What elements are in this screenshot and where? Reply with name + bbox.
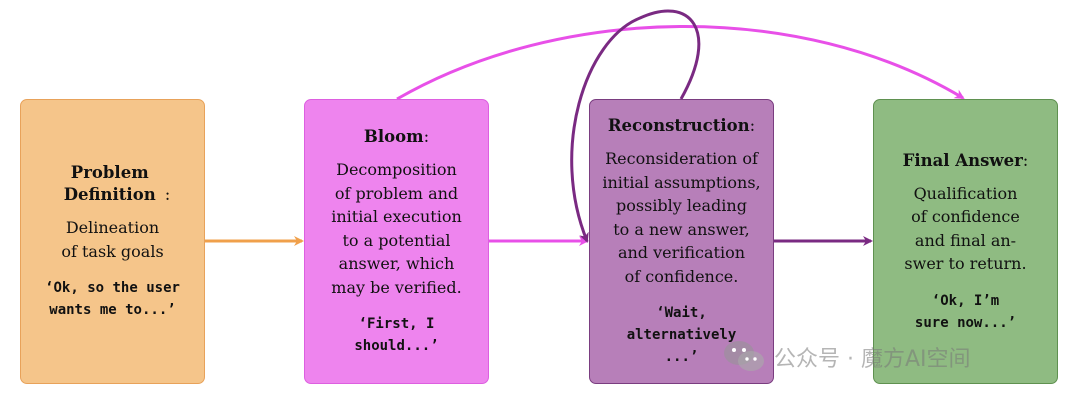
- title-colon: :: [423, 127, 430, 146]
- arrow-reconstruction-self-loop: [570, 9, 701, 243]
- box-description: Reconsideration of initial assumptions, …: [602, 149, 761, 286]
- title-text: Reconstruction: [607, 116, 750, 135]
- box-description: Decomposition of problem and initial exe…: [331, 160, 462, 297]
- title-colon: :: [1022, 150, 1029, 170]
- title-colon: :: [164, 185, 171, 204]
- box-title: Problem Definition:: [55, 162, 171, 206]
- problem-definition-box: Problem Definition: Delineation of task …: [20, 99, 205, 384]
- box-quote: ‘Wait, alternatively ...’: [626, 305, 737, 365]
- box-quote: ‘First, I should...’: [354, 316, 439, 354]
- watermark-text: 公众号 · 魔方AI空间: [774, 347, 971, 372]
- box-quote: ‘Ok, I’m sure now...’: [914, 292, 1017, 331]
- title-colon: :: [749, 116, 756, 135]
- title-text: Final Answer: [902, 150, 1023, 170]
- box-description: Qualification of confidence and final an…: [904, 183, 1027, 274]
- title-text: Bloom: [363, 127, 424, 146]
- box-title: Bloom:: [364, 126, 429, 148]
- wechat-icon: [722, 338, 766, 376]
- reconstruction-box: Reconstruction: Reconsideration of initi…: [589, 99, 774, 384]
- box-quote: ‘Ok, so the user wants me to...’: [45, 280, 180, 318]
- box-description: Delineation of task goals: [61, 218, 164, 261]
- box-title: Reconstruction:: [608, 115, 755, 137]
- box-title: Final Answer:: [903, 150, 1029, 172]
- final-answer-box: Final Answer: Qualification of confidenc…: [873, 99, 1058, 384]
- title-text: Problem Definition: [63, 163, 156, 204]
- arrow-bloom-to-final-curve: [396, 25, 965, 101]
- watermark: 公众号 · 魔方AI空间: [722, 338, 971, 376]
- bloom-box: Bloom: Decomposition of problem and init…: [304, 99, 489, 384]
